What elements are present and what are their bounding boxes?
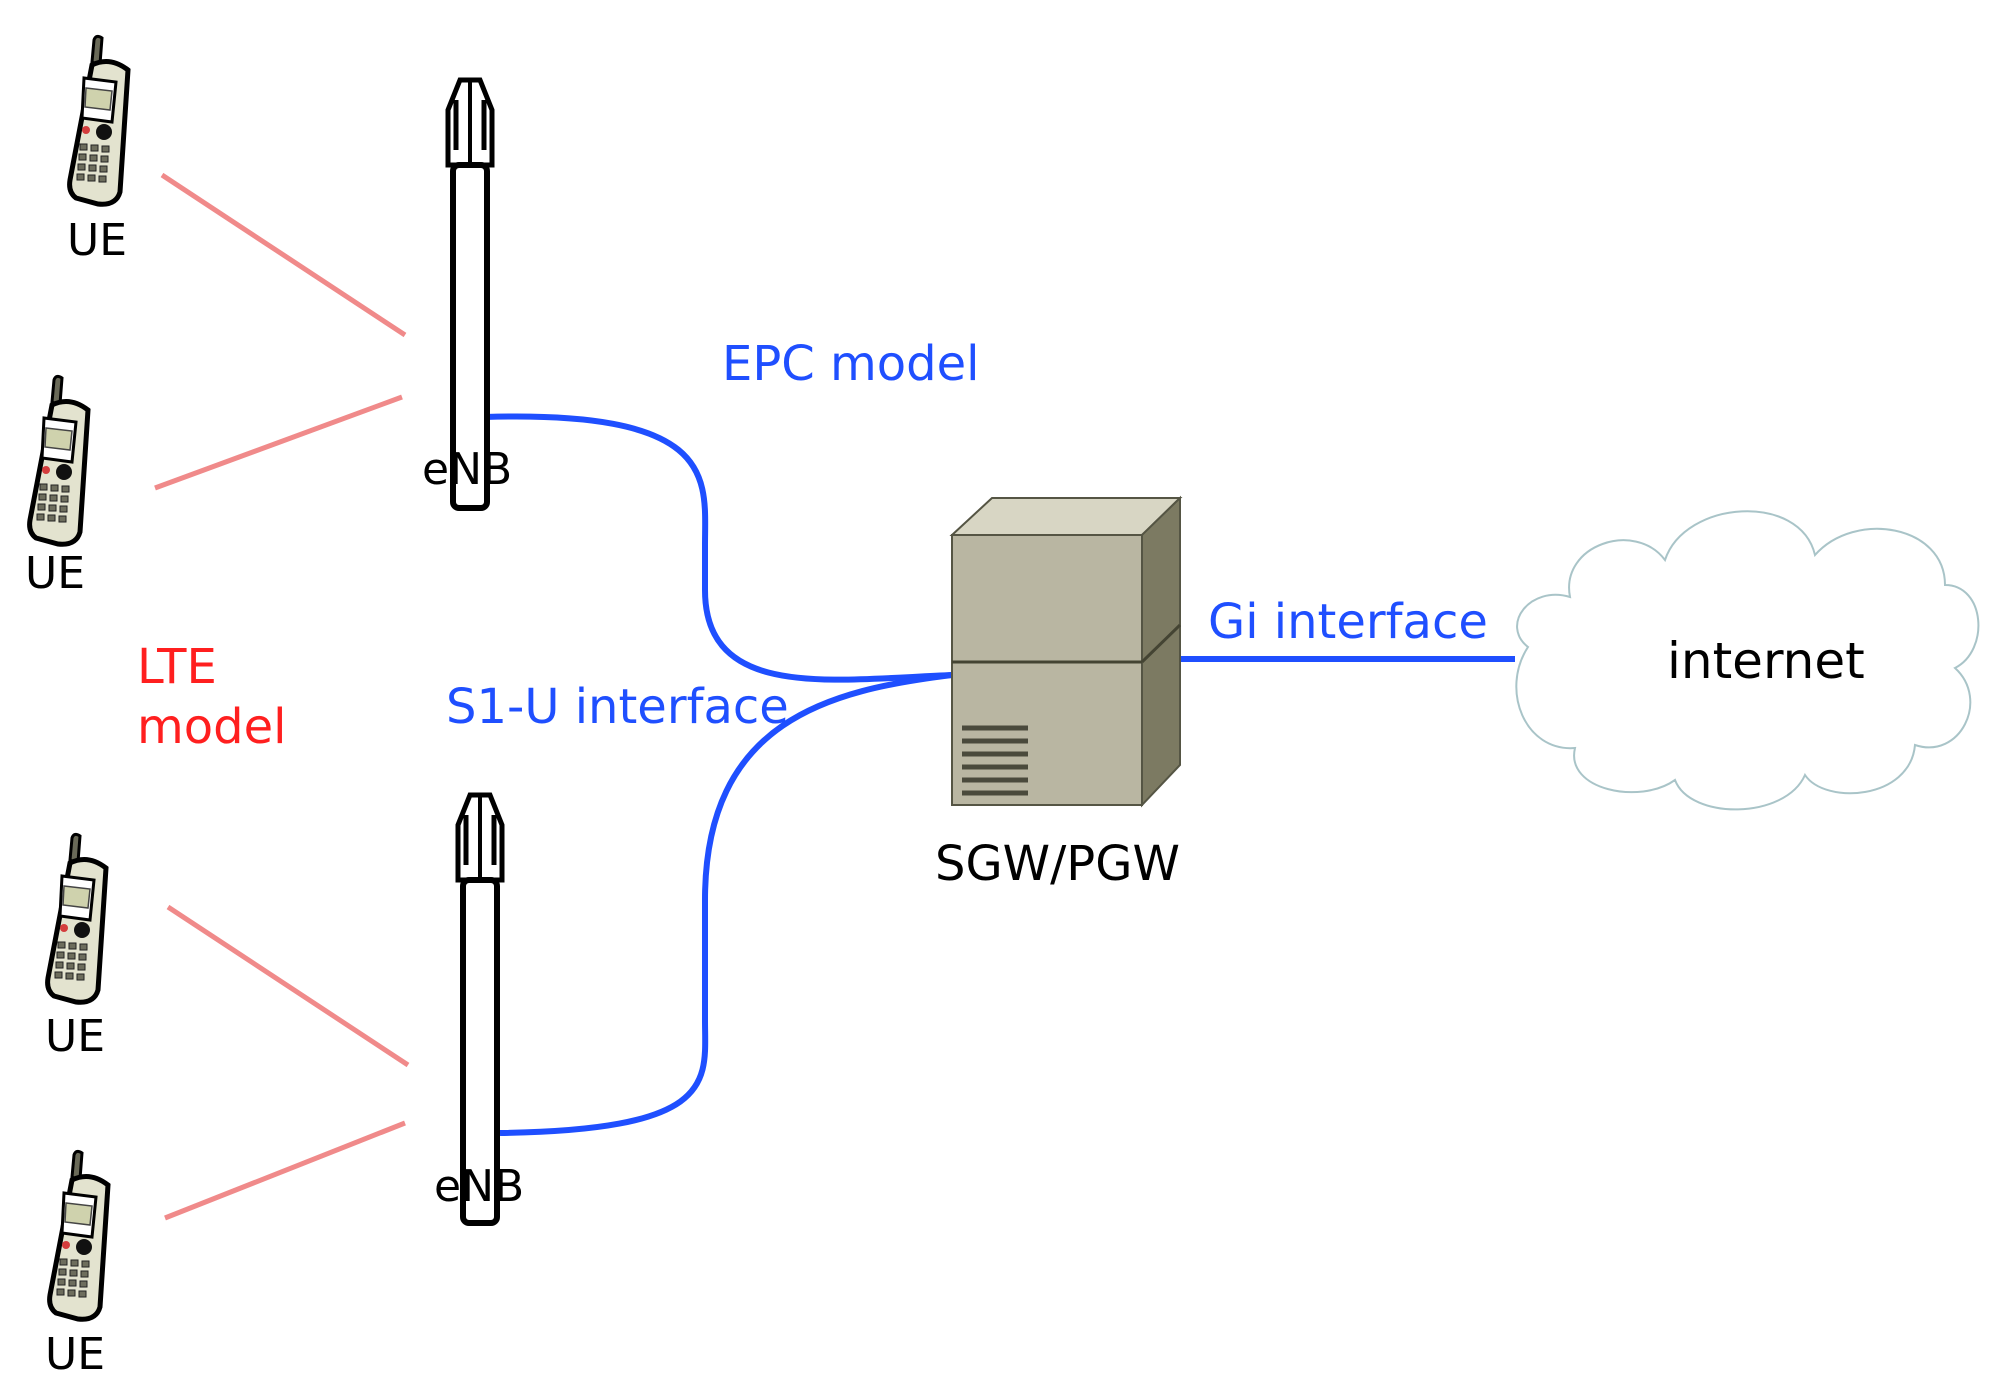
mobile-phone-icon [30,376,88,544]
enb-label: eNB [422,444,513,495]
ue-link-1 [160,172,407,338]
internet-label: internet [1667,632,1865,690]
epc-model-label: EPC model [722,336,980,392]
s1u-interface-label: S1-U interface [446,679,789,735]
mobile-phone-icon [48,834,106,1002]
lte-model-label-line2: model [137,699,287,755]
s1u-link-bottom [499,672,953,1136]
mobile-phone-icon [70,36,128,204]
gateway-label: SGW/PGW [935,836,1180,892]
ue-link-4 [164,1120,406,1221]
gi-interface-label: Gi interface [1208,594,1488,650]
lte-model-label-line1: LTE [137,639,217,695]
ue-link-3 [166,904,410,1068]
mobile-phone-icon [50,1151,108,1319]
cloud-icon [1515,510,1980,811]
ue-label: UE [45,1011,106,1062]
server-icon [949,495,1183,808]
ue-label: UE [25,548,86,599]
enb-label: eNB [434,1161,525,1212]
cell-tower-icon [458,795,502,1223]
ue-label: UE [45,1329,106,1380]
ue-label: UE [67,215,128,266]
s1u-link-top [484,413,953,683]
ue-link-2 [154,394,403,491]
